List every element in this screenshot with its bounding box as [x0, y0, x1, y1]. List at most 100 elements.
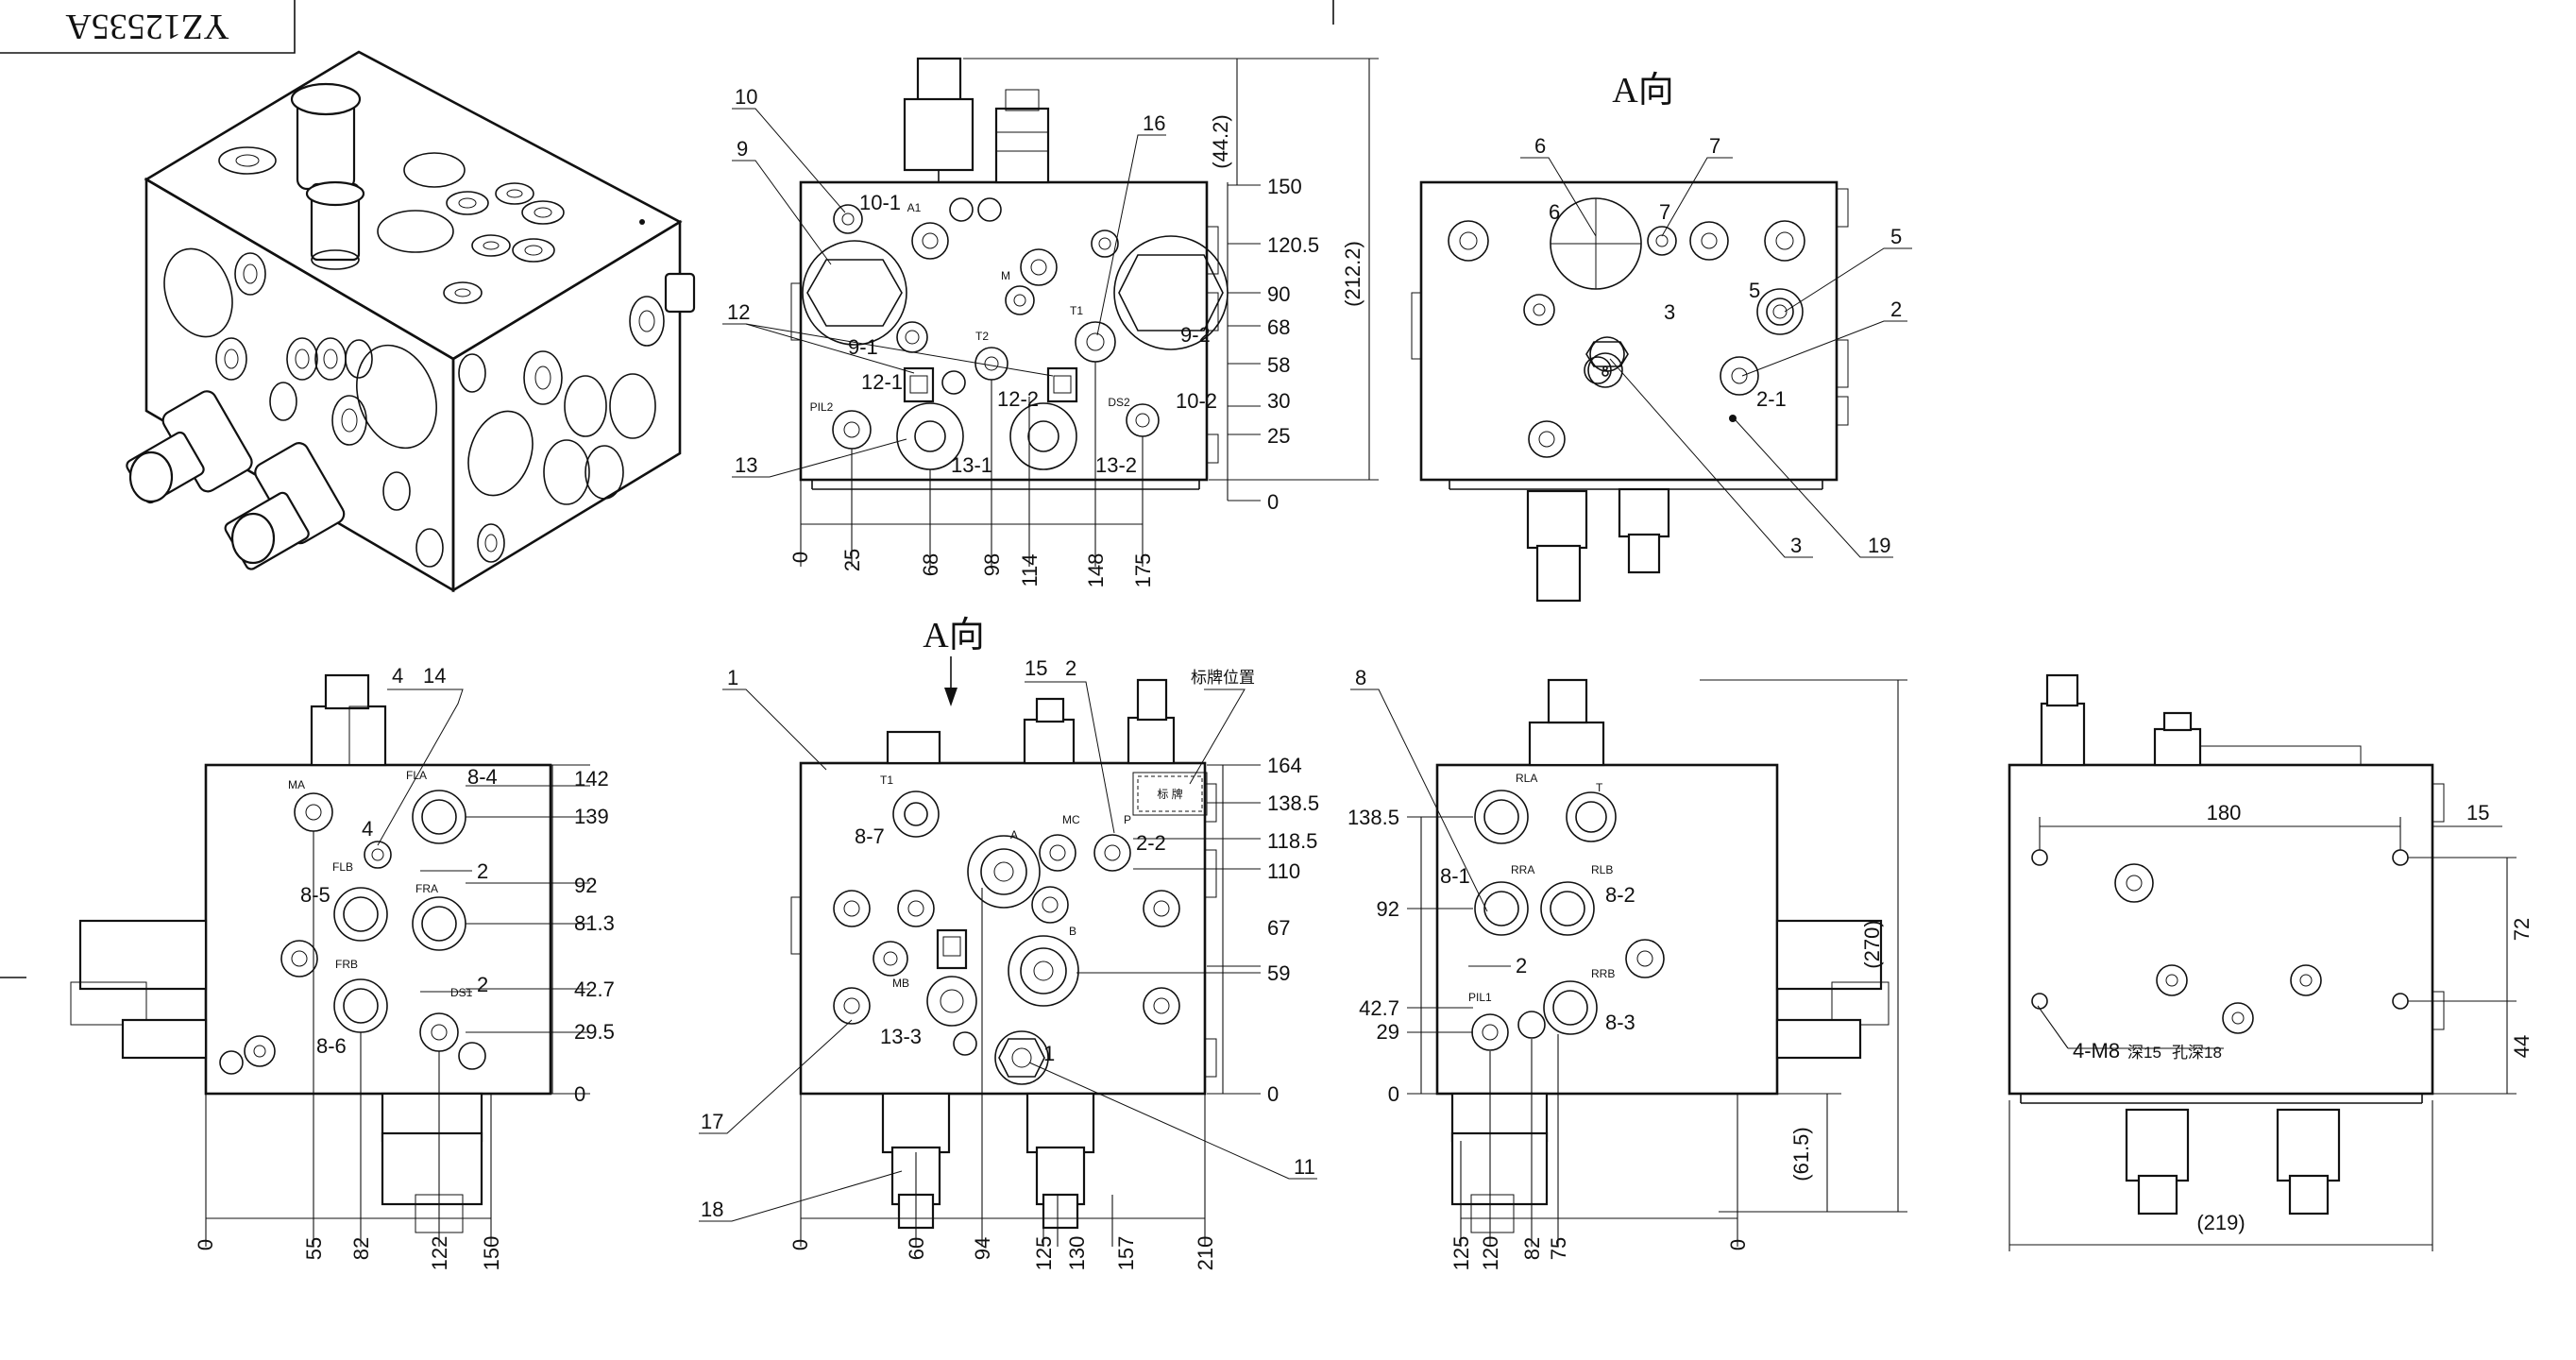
dim-44-2: (44.2) — [1209, 114, 1232, 168]
dim-small-2b: 2 — [477, 973, 488, 996]
dim-92-right: 92 — [1377, 897, 1399, 921]
port-pil1: PIL1 — [1468, 991, 1492, 1004]
callout-9-2: 9-2 — [1180, 323, 1211, 347]
port-mb: MB — [892, 977, 909, 990]
hdim-right-0: 0 — [1726, 1239, 1750, 1250]
dim-42-7: 42.7 — [574, 978, 615, 1001]
callout-10-2: 10-2 — [1176, 389, 1217, 413]
callout-13-1: 13-1 — [951, 453, 992, 477]
callout-1: 1 — [727, 666, 738, 689]
dim-270: (270) — [1860, 920, 1884, 968]
hdim-left-55: 55 — [302, 1237, 326, 1260]
isometric-view — [126, 50, 696, 593]
dim-164: 164 — [1267, 754, 1302, 777]
dim-25: 25 — [1267, 424, 1290, 448]
callout-8-2: 8-2 — [1605, 883, 1635, 907]
hdim-front-0: 0 — [788, 1239, 812, 1250]
callout-8-7: 8-7 — [855, 824, 885, 848]
callout-9-1: 9-1 — [848, 335, 878, 359]
hdim-68: 68 — [919, 553, 942, 576]
hdim-148: 148 — [1084, 553, 1108, 588]
dim-0: 0 — [1267, 490, 1279, 514]
label-plate-position: 标牌位置 — [1191, 669, 1255, 687]
dim-139: 139 — [574, 805, 609, 828]
front-view: A向 标 牌 标牌位置 T1 A — [699, 616, 1319, 1270]
hdim-front-210: 210 — [1194, 1236, 1217, 1271]
callout-8-4: 8-4 — [467, 765, 498, 789]
label-2-1: 2-1 — [1756, 387, 1787, 411]
hole-note-m8: 4-M8 — [2073, 1039, 2120, 1062]
hole-note-depth: 深15 — [2127, 1044, 2161, 1062]
dim-180: 180 — [2207, 801, 2242, 824]
hdim-left-150: 150 — [480, 1236, 503, 1271]
callout-8-6: 8-6 — [316, 1034, 347, 1058]
plate-text: 标 牌 — [1157, 788, 1182, 801]
callout-8: 8 — [1355, 666, 1366, 689]
hdim-right-82: 82 — [1520, 1237, 1544, 1260]
callout-2-2: 2-2 — [1136, 831, 1166, 855]
callout-2-front: 2 — [1065, 656, 1076, 680]
port-rra: RRA — [1511, 863, 1534, 876]
drawing-code: YZ12535A — [65, 7, 229, 46]
view-a-title-top: A向 — [1612, 71, 1673, 110]
hdim-left-0: 0 — [194, 1239, 217, 1250]
port-t2: T2 — [975, 330, 989, 343]
dim-219: (219) — [2196, 1211, 2245, 1234]
front-top-view: A1 M T1 T2 PIL2 DS2 10 9 12 13 16 10-1 9… — [722, 57, 1379, 588]
port-mc: MC — [1062, 813, 1080, 826]
hdim-front-125: 125 — [1032, 1236, 1056, 1271]
callout-13: 13 — [735, 453, 757, 477]
dim-118-5: 118.5 — [1267, 829, 1317, 853]
callout-5: 5 — [1890, 225, 1902, 248]
callout-19: 19 — [1868, 534, 1890, 557]
hdim-25: 25 — [840, 549, 864, 571]
callout-8-1: 8-1 — [1440, 864, 1470, 888]
port-frb: FRB — [335, 958, 358, 971]
dim-small-2a: 2 — [477, 859, 488, 883]
callout-16: 16 — [1143, 111, 1165, 135]
hdim-114: 114 — [1018, 553, 1042, 586]
port-a-front: A — [1010, 828, 1018, 842]
port-rla: RLA — [1516, 772, 1537, 785]
callout-4: 4 — [392, 664, 403, 688]
port-pil2: PIL2 — [810, 400, 834, 414]
hdim-front-94: 94 — [971, 1237, 994, 1260]
callout-2: 2 — [1890, 298, 1902, 321]
dim-30: 30 — [1267, 389, 1290, 413]
dim-90: 90 — [1267, 282, 1290, 306]
hdim-right-125: 125 — [1449, 1236, 1473, 1271]
label-3: 3 — [1664, 300, 1675, 324]
dim-61-5: (61.5) — [1789, 1127, 1813, 1181]
callout-12-2: 12-2 — [997, 387, 1039, 411]
dim-110: 110 — [1267, 859, 1300, 883]
hdim-left-122: 122 — [428, 1236, 451, 1271]
dim-44: 44 — [2510, 1035, 2534, 1058]
callout-14: 14 — [423, 664, 446, 688]
dim-92: 92 — [574, 874, 597, 897]
callout-10-1: 10-1 — [859, 191, 901, 214]
callout-18: 18 — [701, 1198, 723, 1221]
dim-42-7-right: 42.7 — [1359, 996, 1399, 1020]
port-fra: FRA — [415, 882, 438, 895]
dim-138-5: 138.5 — [1267, 791, 1319, 815]
callout-8-5: 8-5 — [300, 883, 330, 907]
callout-9: 9 — [737, 137, 748, 161]
dim-138-5-right: 138.5 — [1347, 806, 1399, 829]
hdim-right-75: 75 — [1547, 1237, 1570, 1260]
callout-12-1: 12-1 — [861, 370, 903, 394]
callout-13-2: 13-2 — [1095, 453, 1137, 477]
hdim-98: 98 — [980, 553, 1004, 576]
dim-68: 68 — [1267, 315, 1290, 339]
port-rlb: RLB — [1591, 863, 1613, 876]
port-p: P — [1124, 813, 1131, 826]
port-b: B — [1069, 925, 1076, 938]
dim-small-2-right: 2 — [1516, 954, 1527, 978]
port-m: M — [1001, 269, 1010, 282]
callout-10: 10 — [735, 85, 757, 109]
dim-212-2: (212.2) — [1341, 241, 1364, 307]
dim-142: 142 — [574, 767, 609, 790]
callout-3: 3 — [1790, 534, 1802, 557]
dim-150: 150 — [1267, 175, 1302, 198]
bottom-view: 180 15 72 44 (219) 4-M8 深15 孔深18 — [2008, 673, 2534, 1251]
